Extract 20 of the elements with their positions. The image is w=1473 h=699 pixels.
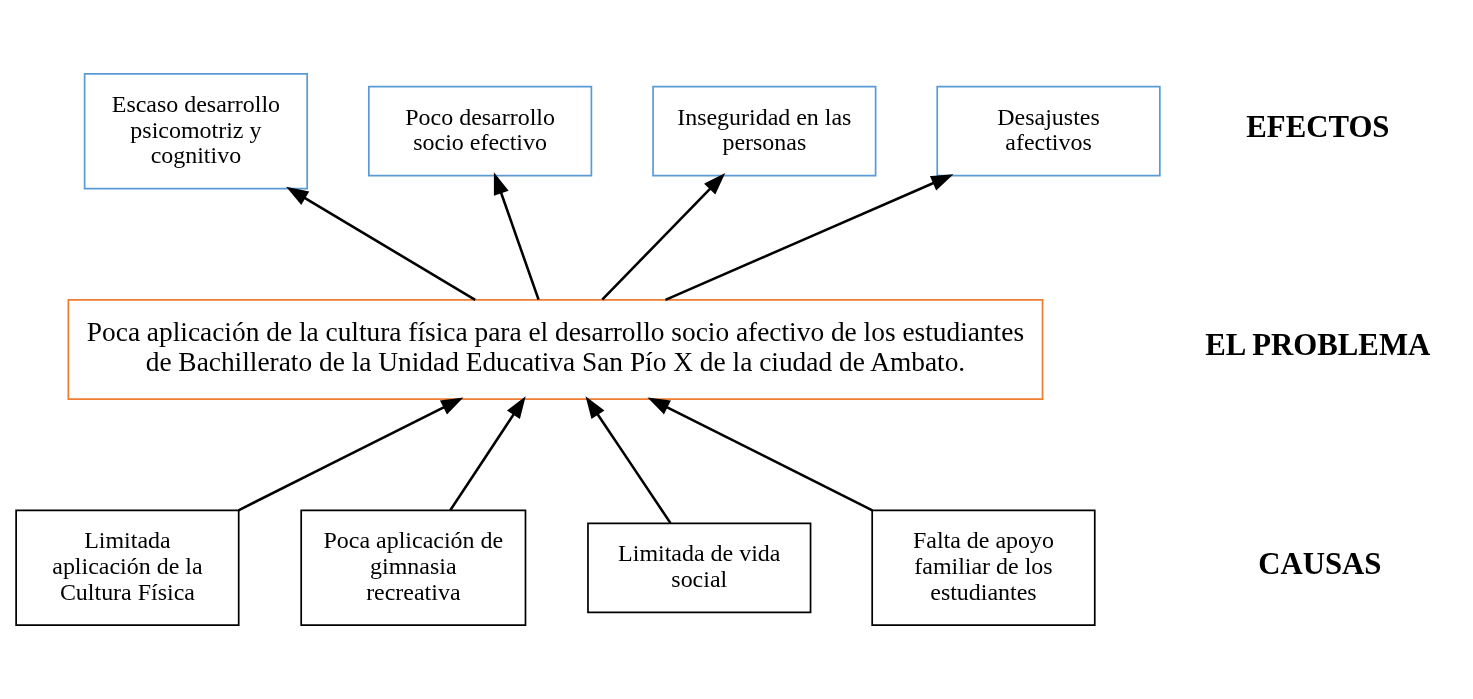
node-box: Limitada aplicación de la Cultura Física (15, 509, 240, 626)
label: EFECTOS (1246, 110, 1390, 145)
arrow (647, 397, 873, 512)
node-box: Poca aplicación de la cultura física para el desarrollo socio afectivo de los estudiantes de Bachillerato de la Unidad Educativa San Pío X de la ciudad de Ambato. (67, 299, 1044, 400)
node-box: Desajustes afectivos (936, 85, 1161, 177)
node-box: Escaso desarrollo psicomotriz y cognitivo (83, 73, 309, 190)
node-box: Falta de apoyo familiar de los estudiantes (871, 509, 1096, 626)
label: CAUSAS (1258, 546, 1382, 581)
node-box: Poco desarrollo socio efectivo (367, 85, 593, 177)
label: EL PROBLEMA (1205, 328, 1431, 363)
node-box: Limitada de vida social (587, 522, 812, 614)
arrow (664, 174, 954, 302)
arrow (585, 396, 672, 524)
node-box: Inseguridad en las personas (652, 85, 877, 177)
arrow (493, 172, 540, 301)
arrow (237, 397, 464, 512)
node-box: Poca aplicación de gimnasia recreativa (300, 509, 527, 626)
arrow (601, 173, 726, 301)
arrow (286, 186, 476, 301)
arrow (449, 396, 526, 512)
